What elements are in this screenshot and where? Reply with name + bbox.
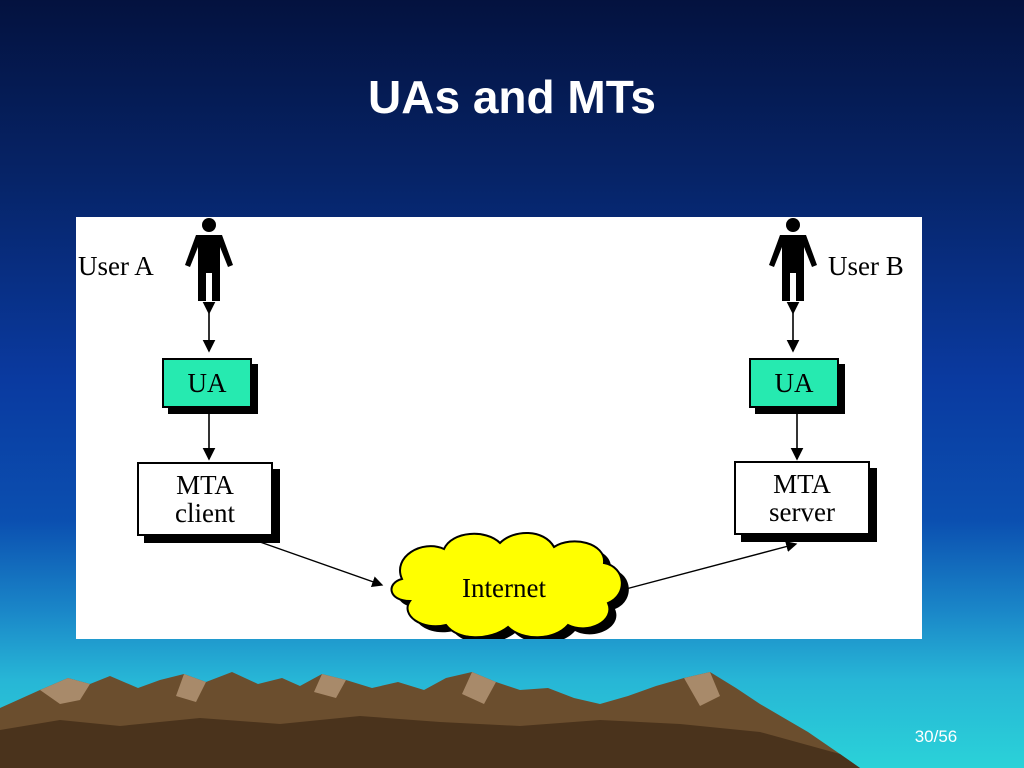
diagram-panel: User A User B UA UA MTA client MTA serve… [76, 217, 922, 639]
ua-right-box: UA [749, 358, 839, 408]
user-b-person-icon [769, 218, 817, 301]
ua-left-box: UA [162, 358, 252, 408]
mta-server-line-1: MTA [773, 468, 831, 499]
user-b-label: User B [828, 251, 904, 281]
user-a-person-icon [185, 218, 233, 301]
mountains-decoration [0, 672, 860, 768]
arrow-client-to-internet [259, 541, 384, 588]
mta-client-line-2: client [175, 498, 235, 528]
arrow-internet-to-server [621, 541, 798, 591]
ua-left-label: UA [187, 367, 227, 398]
slide-title: UAs and MTs [368, 71, 656, 123]
internet-label: Internet [462, 573, 546, 603]
internet-cloud-icon [390, 531, 623, 639]
mta-client-line-1: MTA [176, 469, 234, 500]
mta-server-line-2: server [769, 497, 835, 527]
user-a-label: User A [78, 251, 154, 281]
mta-server-box: MTA server [734, 461, 870, 535]
ua-right-label: UA [774, 367, 814, 398]
mta-client-box: MTA client [137, 462, 273, 536]
diagram-graphics [185, 218, 817, 639]
page-number: 30/56 [914, 727, 958, 746]
